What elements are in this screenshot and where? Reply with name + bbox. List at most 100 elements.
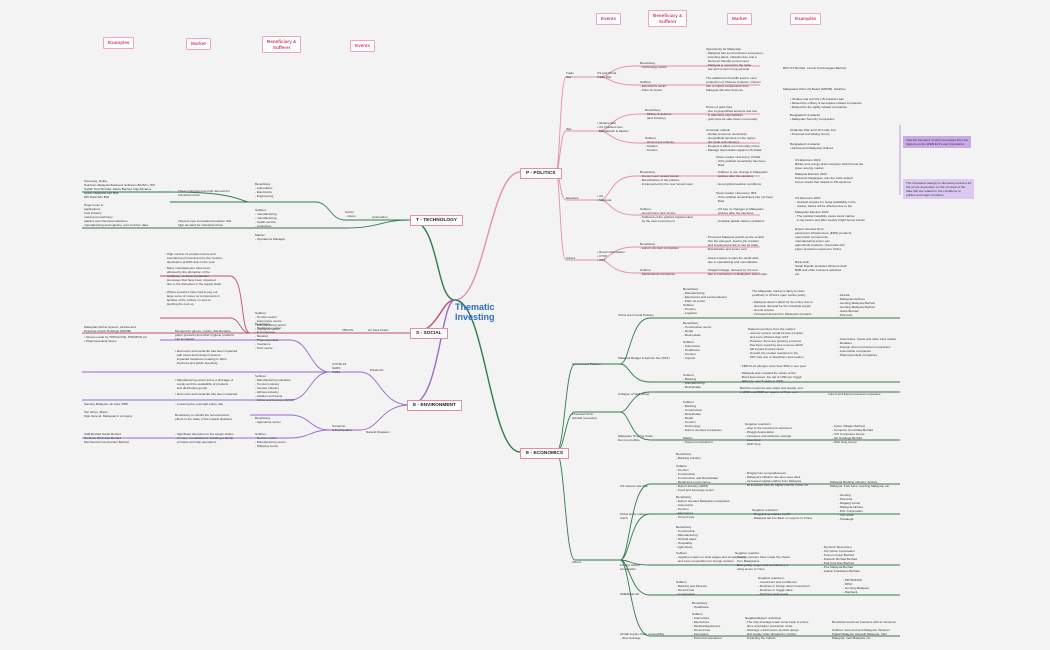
politics-item: Opportunity for Malaysian - Malaysia has…: [706, 47, 764, 72]
economics-item: - FBM KLCI plunges more than 50% in one …: [740, 364, 806, 368]
politics-item: - Good global taxation conditions: [716, 182, 762, 186]
environment-item: Beneficiary - Healthcare sector - E-Comm…: [255, 322, 282, 351]
branch-environment[interactable]: E - ENVIRONMENT: [407, 400, 462, 411]
environment-item: Sufferer - Tourism sector - Manufacturin…: [255, 432, 286, 449]
politics-item: - US has no changes to Malaysia's polici…: [716, 207, 764, 216]
environment-item: Natural Disasters: [366, 430, 390, 434]
politics-item: Prices of gold rises - due to geopolitic…: [706, 105, 758, 122]
politics-item: - Straight linkage, demand by US and due…: [706, 268, 768, 277]
environment-item: • Manufacturing sector led to a shortage…: [175, 378, 234, 391]
economics-item: - Cyber Villages Berhad - Comprise Cord …: [832, 424, 873, 445]
economics-event: Malaysian Housing Crisis Dot com bubble: [618, 434, 653, 443]
politics-item: The additional US tariffs lead to more p…: [706, 76, 761, 93]
politics-event: • Rossi Urbanisation • CTCP • WTF: [597, 250, 625, 263]
politics-item: BCH ST Berhad, Inventi Technologies Berh…: [783, 66, 846, 70]
environment-item: - Significant disruption to the supply c…: [175, 432, 234, 445]
social-item: VBGOS: [342, 328, 354, 332]
politics-item: Bangladesh & attacks • Malaysian Securit…: [790, 113, 835, 122]
politics-event: Trade War: [566, 71, 574, 80]
economics-item: - Malaysia doesn't affect by the policy …: [752, 300, 813, 317]
economics-event: SME/financial: [620, 592, 639, 596]
economics-event: US interest rate hike: [620, 484, 649, 488]
economics-item: Negative reactions: - drop in the invest…: [745, 422, 792, 447]
social-item: Malaysian Airline System, AirAsia and Pe…: [84, 325, 136, 334]
politics-item: Sufferer - Electronics sector - Palm oil…: [640, 80, 667, 93]
economics-event: China stock market crash: [620, 512, 647, 521]
environment-item: • Gloves made by TOPGLOVE, HORIZON etc •…: [84, 335, 148, 344]
social-item: Sufferer - Tourism sector - Automotive s…: [255, 311, 286, 332]
environment-item: ASB Berhad Serial Method Technics Oil & …: [84, 432, 129, 445]
economics-item: - Ringgit loss competitiveness - Malaysi…: [745, 471, 808, 488]
legend-left-market: Market: [186, 38, 211, 50]
politics-item: Bangladesh & attacks • AirAsia and Malay…: [790, 142, 834, 151]
economics-item: - AirAsia - Malaysian Airlines - Genting…: [838, 293, 875, 318]
economics-event: Malaysia Budget & Service Tax (SST): [618, 356, 670, 360]
economics-event: Financial Crisis (Global recession): [572, 412, 598, 421]
economics-item: Negative reactions: - Ringgit depreciati…: [752, 508, 812, 521]
politics-item: - Unstable global market conditions: [716, 219, 765, 223]
technology-item: Inherent new innovation/revolution that …: [178, 219, 232, 228]
technology-item: These industries has high demand for ind…: [178, 189, 230, 198]
legend-right-beneficiary: Beneficiary & Sufferer: [648, 10, 688, 27]
legend-right-events: Events: [596, 13, 622, 25]
social-item: Air Java Crash: [368, 328, 389, 332]
economics-item: Beneficiary - Healthcare: [692, 601, 709, 610]
connector-environment-main: [409, 299, 456, 406]
branch-politics[interactable]: P - POLITICS: [520, 168, 562, 179]
politics-item: Beneficiary - Government related stocks …: [640, 170, 694, 187]
economics-item: Beneficiary - Construction sector - Reta…: [683, 321, 712, 338]
politics-item: Sufferer - Oil and gas industry - Aviati…: [645, 136, 675, 153]
economics-item: The Malaysian market is likely to react …: [752, 289, 806, 298]
connector-technology-main: [409, 219, 456, 301]
economics-event: China Govt Covid Policies: [618, 313, 654, 317]
economics-item: Beneficiary - Banking industry: [676, 452, 701, 461]
politics-item: Malaysia Election 2022 Petronas Dagangan…: [795, 172, 853, 185]
politics-item: US Elections 2024 Banks and energy plant…: [795, 158, 864, 171]
politics-event: War: [566, 127, 572, 131]
economics-item: Beneficiary - Construction - Manufacturi…: [676, 525, 698, 550]
politics-item: Export oriented firms: electronics Infra…: [795, 227, 853, 252]
economics-item: Beneficiary - Export oriented Malaysian …: [676, 495, 730, 520]
branch-social[interactable]: S - SOCIAL: [410, 328, 448, 339]
politics-item: Beneficiary - Export oriented companies: [640, 242, 679, 251]
economics-item: Malaysia Banking industry, AirAsia, Mala…: [830, 480, 890, 489]
branch-technology[interactable]: T - TECHNOLOGY: [410, 215, 464, 226]
economics-item: Negative/Export restriction - The chip s…: [745, 616, 809, 641]
politics-item: Beneficiary - Military & defense (and in…: [645, 108, 672, 121]
environment-item: • Economic and social life has been impa…: [175, 349, 238, 366]
politics-item: Malaysian Election 2022 - The political …: [795, 210, 865, 223]
politics-item: - Promotes Malaysia growth as the centra…: [706, 235, 764, 252]
legend-left-beneficiary: Beneficiary & Sufferer: [262, 36, 302, 53]
environment-item: Beneficiary to rebuild the reconstructio…: [175, 413, 233, 422]
connector-politics-war: [555, 130, 600, 173]
environment-item: Gaming Malaysia, Air Asia, FBB: [84, 402, 128, 406]
economics-item: Import and Export oriented companies: [828, 392, 881, 396]
connector-economics-main: [454, 299, 521, 453]
economics-item: Sufferer - Automotive - Electronics - Me…: [692, 612, 722, 641]
economics-event: Foreign labour immigration: [620, 563, 640, 572]
connector-politics-urban: [555, 171, 600, 261]
economics-item: Market - Telecommunications: [683, 436, 713, 445]
economics-item: - Dynamic Resources - Top Glove Corporat…: [822, 545, 860, 574]
economics-item: Sufferer - Automotive - Healthcare - Tou…: [683, 340, 701, 361]
technology-item: Sufferer - manufacturing - manufacturing…: [255, 208, 277, 229]
environment-item: Beneficiary - Agriculture sector: [255, 416, 281, 425]
economics-item: Sufferer - Banking - Manufacturing - Rea…: [683, 373, 705, 390]
technology-item: Social - robots: [345, 210, 356, 219]
branch-economics[interactable]: E - ECONOMICS: [520, 448, 570, 459]
central-topic[interactable]: Thematic Investing: [455, 302, 495, 322]
politics-note: Vast the intensive 'country increases fr…: [903, 136, 972, 149]
environment-item: Pandemic: [370, 368, 384, 372]
politics-item: Ukrainian War and US Crude Imp. • Petron…: [790, 128, 837, 137]
economics-item: Sufferer - negative impact on local wage…: [676, 551, 746, 564]
economics-item: - Genting - Petronas - Dagang Group - Ma…: [838, 493, 863, 522]
economics-item: - Automotive, hotels and other food outl…: [838, 337, 896, 358]
legend-right-examples: Examples: [790, 13, 822, 25]
technology-item: Beneficiary - Automation - Electronics -…: [255, 182, 274, 199]
economics-event: Government Policies: [572, 362, 601, 366]
politics-event: Elections: [566, 196, 579, 200]
politics-item: Beneficiary - Technology sector: [640, 61, 667, 70]
environment-item: Top Glove, Maxis Sign Ascend, Malaysian'…: [84, 410, 133, 419]
economics-event: Collapse of Wall Street: [618, 392, 650, 396]
economics-event: Global supply chain vulnerability - chip…: [620, 632, 665, 641]
